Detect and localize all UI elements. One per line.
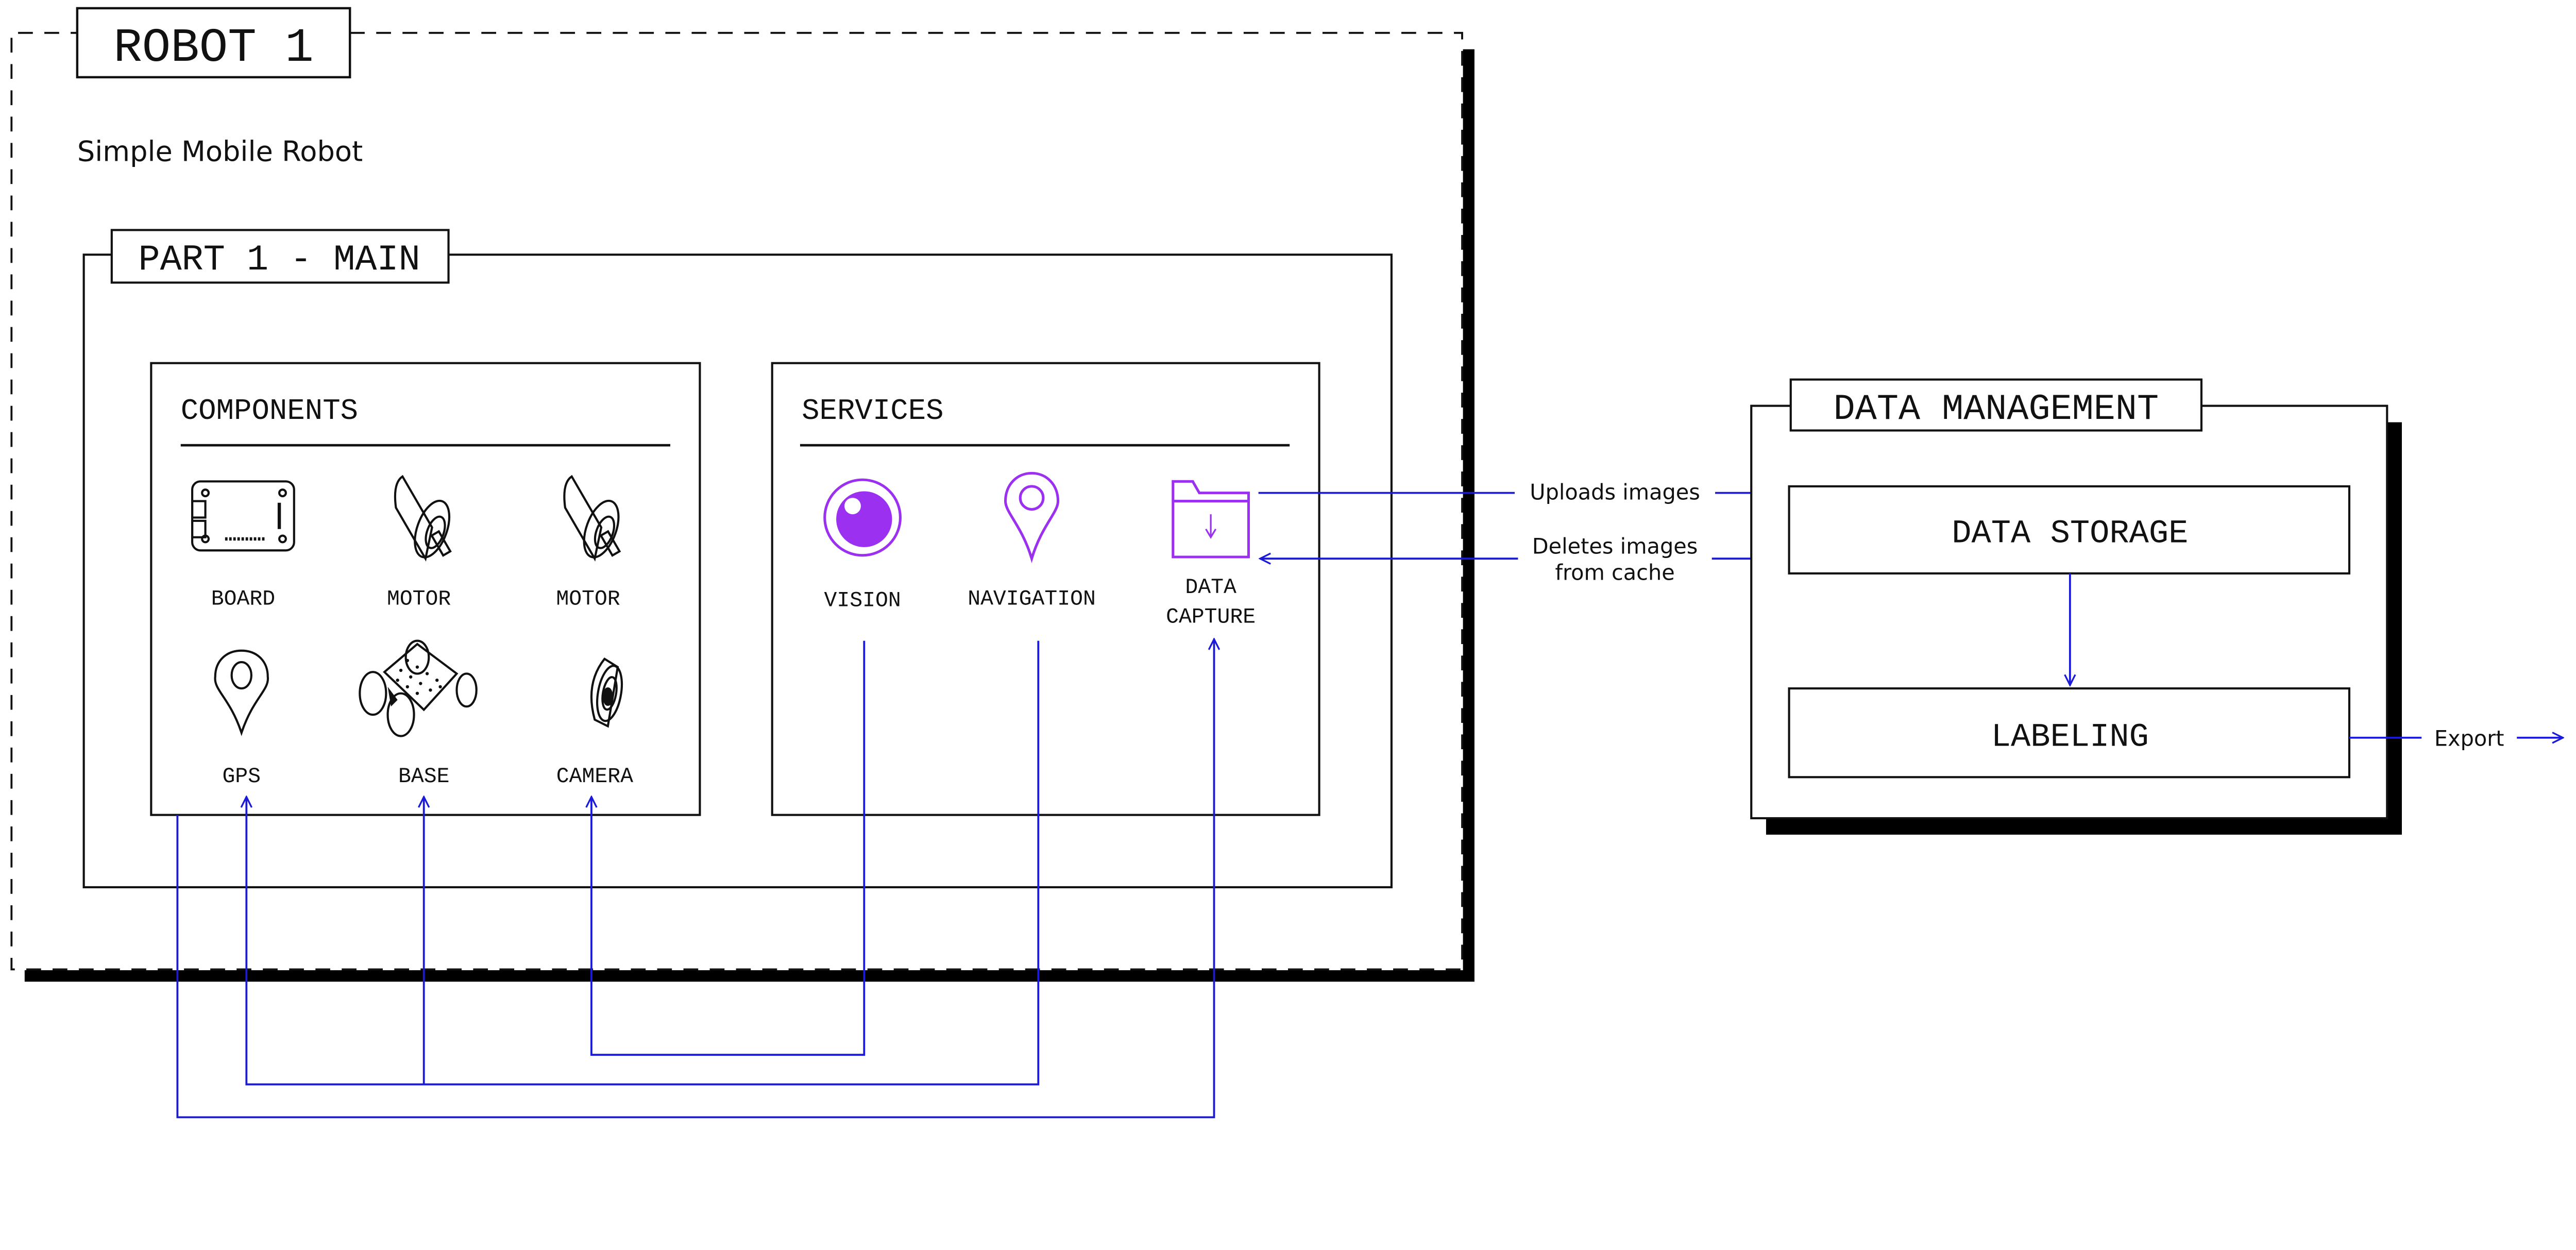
robot-frame xyxy=(10,31,1475,982)
component-label-board: BOARD xyxy=(211,587,275,611)
part-title-box: PART 1 - MAIN xyxy=(110,229,450,284)
services-panel xyxy=(771,362,1320,816)
labeling-label: LABELING xyxy=(1991,719,2149,756)
part-title: PART 1 - MAIN xyxy=(138,240,420,281)
component-label-camera: CAMERA xyxy=(556,765,633,789)
labeling-box xyxy=(1788,687,2351,779)
component-label-gps: GPS xyxy=(222,765,261,789)
service-label-data-capture-line2: CAPTURE xyxy=(1166,605,1256,630)
uploads-label: Uploads images xyxy=(1530,480,1700,504)
robot-title: ROBOT 1 xyxy=(113,21,313,75)
navigation-pin-icon xyxy=(1004,471,1060,564)
robot-subtitle: Simple Mobile Robot xyxy=(77,136,363,168)
component-label-base: BASE xyxy=(398,765,449,789)
part-frame xyxy=(82,254,1393,889)
data-capture-folder-icon xyxy=(1172,480,1250,559)
deletes-label-line2: from cache xyxy=(1555,561,1674,585)
vision-eye-icon xyxy=(823,478,902,557)
data-management-title: DATA MANAGEMENT xyxy=(1834,390,2159,430)
robot-architecture-diagram: ROBOT 1 Simple Mobile Robot PART 1 - MAI… xyxy=(10,7,2576,1119)
service-label-navigation: NAVIGATION xyxy=(968,587,1096,611)
data-storage-label: DATA STORAGE xyxy=(1952,515,2188,552)
robot-title-box: ROBOT 1 xyxy=(76,7,351,79)
services-title: SERVICES xyxy=(802,395,943,428)
components-panel xyxy=(150,362,701,816)
gps-pin-icon xyxy=(214,649,269,736)
service-label-data-capture-line1: DATA xyxy=(1185,576,1236,600)
export-label: Export xyxy=(2434,727,2504,751)
data-management-title-box: DATA MANAGEMENT xyxy=(1789,378,2203,432)
motor-icon xyxy=(394,475,452,562)
components-title: COMPONENTS xyxy=(181,395,358,428)
connector-components-to-data-capture xyxy=(176,639,1214,1119)
motor-icon xyxy=(563,475,621,562)
camera-icon xyxy=(590,657,623,728)
service-label-vision: VISION xyxy=(824,589,901,613)
board-icon xyxy=(191,480,295,552)
component-label-motor-2: MOTOR xyxy=(556,587,620,611)
connector-navigation-to-gps xyxy=(246,640,1040,1086)
deletes-label-line1: Deletes images xyxy=(1532,534,1698,559)
base-icon xyxy=(359,639,478,737)
component-label-motor-1: MOTOR xyxy=(387,587,451,611)
connector-vision-to-camera xyxy=(591,640,866,1056)
